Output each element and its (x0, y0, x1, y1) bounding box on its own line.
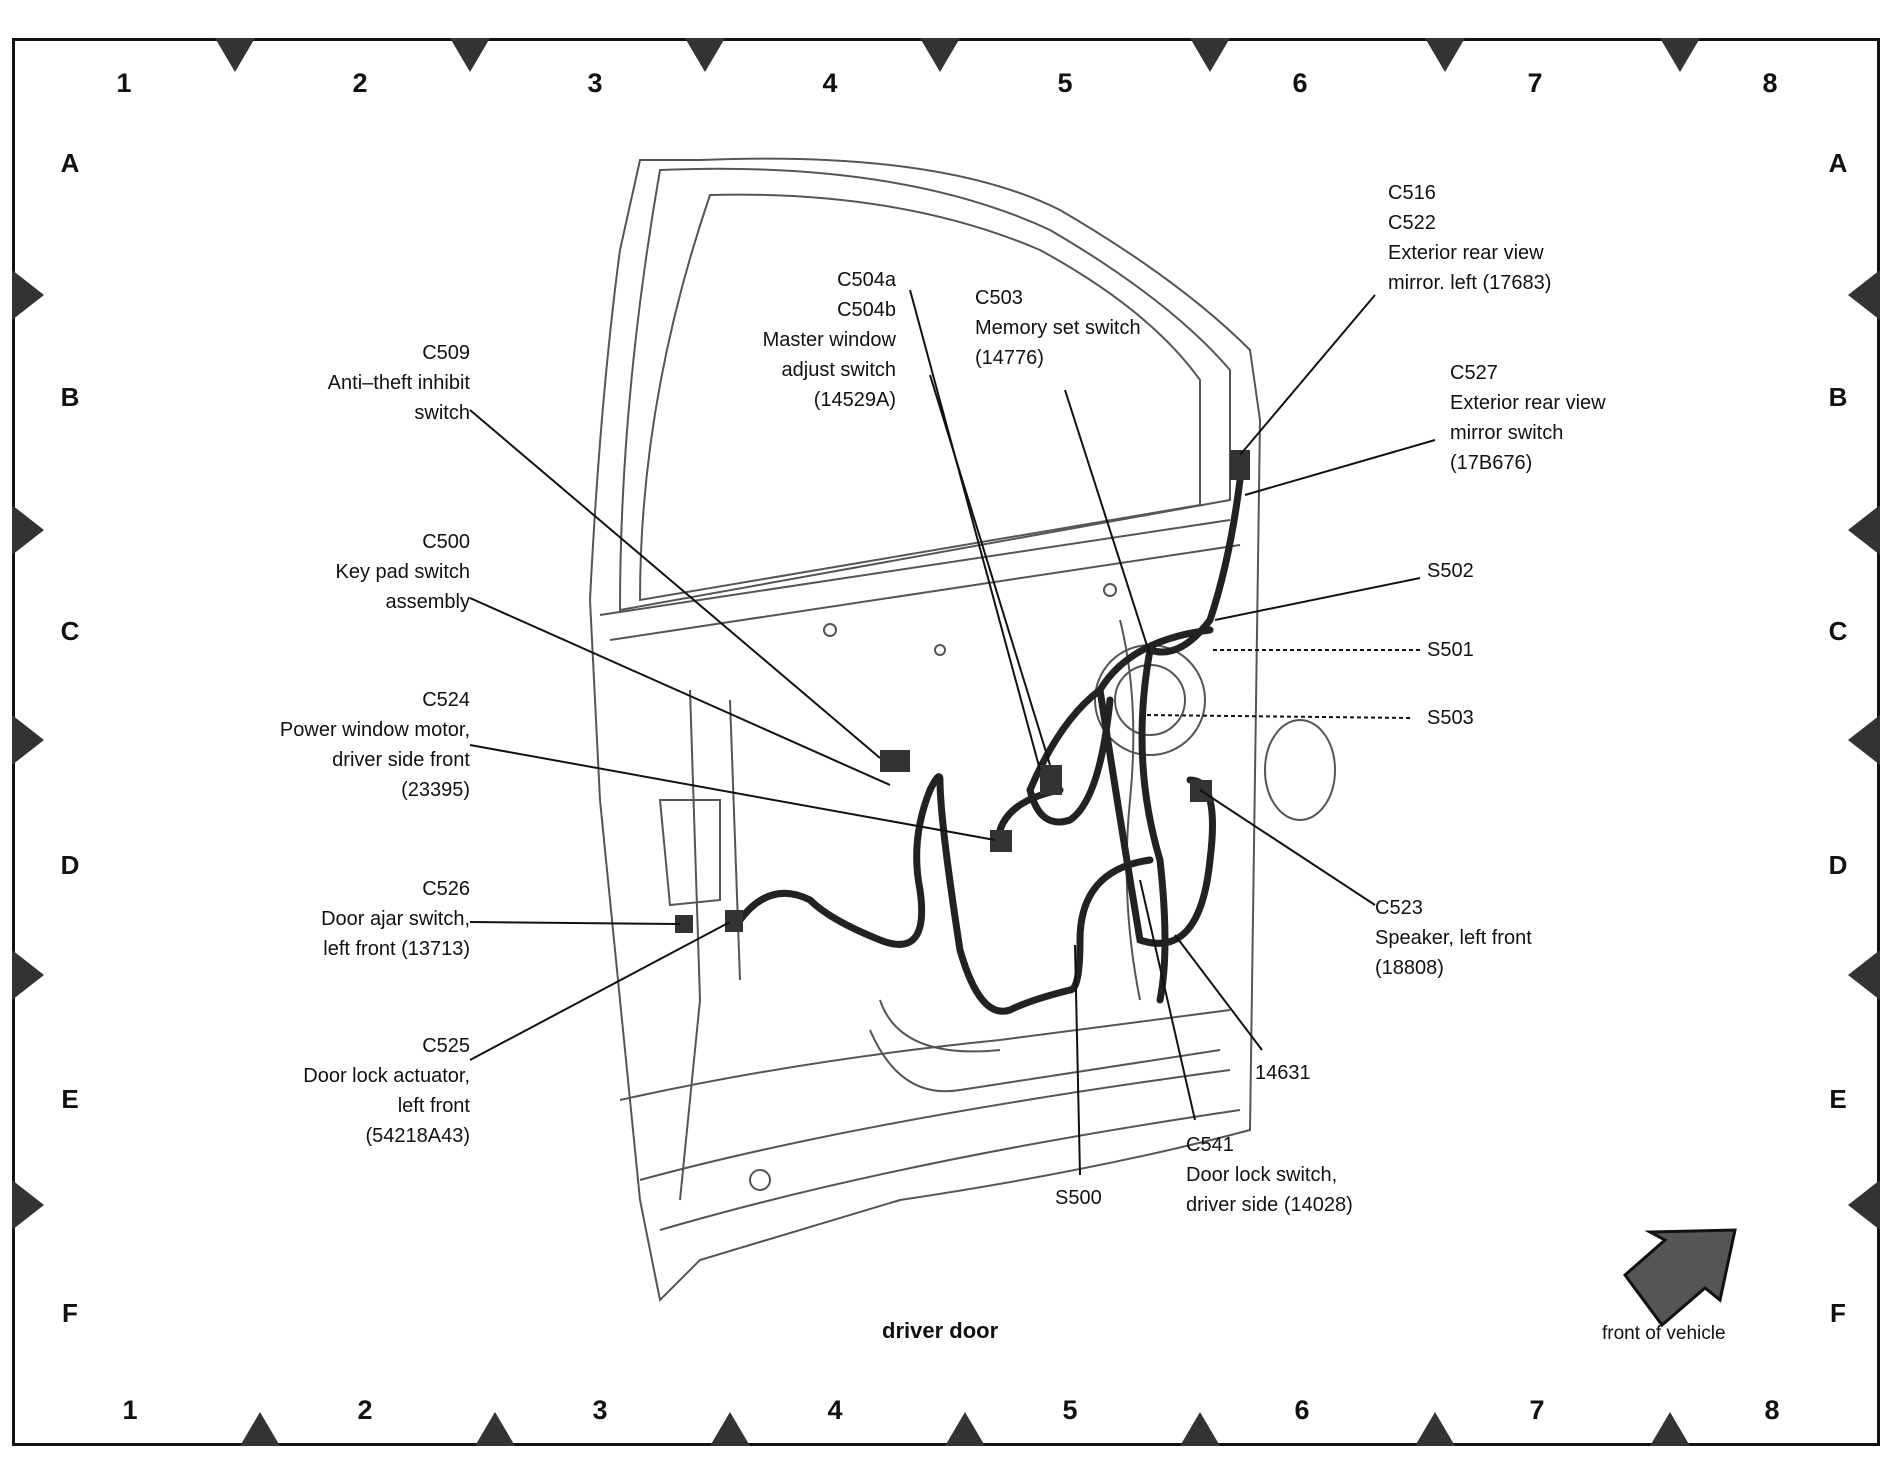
grid-row-label: B (1828, 382, 1848, 412)
callout-line: Power window motor, (279, 719, 470, 741)
splice-code: S501 (1427, 639, 1474, 661)
wiring-harness (736, 476, 1244, 1015)
grid-row-label: D (60, 850, 80, 880)
connector-code: C523 (1375, 897, 1423, 919)
connectors (675, 450, 1250, 933)
callout-c541: C541 Door lock switch, driver side (1402… (1186, 1130, 1353, 1220)
grid-row-label: C (1828, 616, 1848, 646)
connector-code: C504b (837, 299, 896, 321)
door-panel (588, 157, 1336, 1303)
callout-14631: 14631 (1255, 1058, 1311, 1088)
grid-row-label: E (1829, 1084, 1847, 1114)
connector-code: C541 (1186, 1134, 1234, 1156)
grid-col-label: 7 (1529, 1395, 1545, 1425)
callout-c524: C524 Power window motor, driver side fro… (280, 685, 470, 805)
connector-code: C503 (975, 287, 1023, 309)
orientation-label: front of vehicle (1602, 1323, 1726, 1344)
grid-col-label: 4 (822, 68, 838, 98)
callout-c504: C504a C504b Master window adjust switch … (763, 265, 896, 415)
callout-c503: C503 Memory set switch (14776) (975, 283, 1141, 373)
callout-line: Memory set switch (975, 317, 1141, 339)
callout-line: switch (414, 402, 470, 424)
callout-line: driver side (14028) (1186, 1194, 1353, 1216)
splice-code: S500 (1055, 1187, 1102, 1209)
callout-line: Anti–theft inhibit (327, 372, 470, 394)
callout-line: Door ajar switch, (321, 908, 470, 930)
grid-col-label: 5 (1057, 68, 1073, 98)
grid-col-label: 5 (1062, 1395, 1078, 1425)
splice-code: S503 (1427, 707, 1474, 729)
callout-line: Door lock actuator, (303, 1065, 470, 1087)
callout-c509: C509 Anti–theft inhibit switch (328, 338, 470, 428)
callout-c526: C526 Door ajar switch, left front (13713… (321, 874, 470, 964)
splice-code: S502 (1427, 560, 1474, 582)
callout-line: Exterior rear view (1450, 392, 1606, 414)
grid-col-label: 4 (827, 1395, 843, 1425)
part-number: 14631 (1255, 1062, 1311, 1084)
grid-col-label: 1 (116, 68, 132, 98)
callout-s502: S502 (1427, 556, 1474, 586)
callout-line: adjust switch (781, 359, 897, 381)
callout-line: (14776) (975, 347, 1044, 369)
grid-col-label: 8 (1764, 1395, 1780, 1425)
callout-c523: C523 Speaker, left front (18808) (1375, 893, 1532, 983)
grid-col-label: 1 (122, 1395, 138, 1425)
callout-s501: S501 (1427, 635, 1474, 665)
callout-c500: C500 Key pad switch assembly (335, 527, 470, 617)
grid-row-label: E (61, 1084, 79, 1114)
grid-row-label: D (1828, 850, 1848, 880)
grid-col-label: 3 (592, 1395, 608, 1425)
front-arrow-icon (1622, 1228, 1737, 1328)
callout-line: left front (397, 1095, 470, 1117)
callout-line: Door lock switch, (1186, 1164, 1338, 1186)
callout-line: mirror switch (1450, 422, 1564, 444)
connector-code: C509 (422, 342, 470, 364)
callout-line: (17B676) (1450, 452, 1533, 474)
connector-code: C527 (1450, 362, 1498, 384)
callout-line: assembly (385, 591, 470, 613)
border-markers (12, 38, 1880, 1446)
connector-code: C500 (422, 531, 470, 553)
callout-line: Key pad switch (335, 561, 470, 583)
grid-col-label: 6 (1294, 1395, 1310, 1425)
callout-line: Speaker, left front (1375, 927, 1532, 949)
connector-code: C526 (422, 878, 470, 900)
callout-line: (18808) (1375, 957, 1444, 979)
grid-row-label: C (60, 616, 80, 646)
callout-line: driver side front (332, 749, 470, 771)
callout-line: (23395) (401, 779, 470, 801)
grid-col-label: 2 (352, 68, 368, 98)
grid-row-label: F (62, 1298, 78, 1328)
callout-line: (54218A43) (365, 1125, 470, 1147)
connector-code: C525 (422, 1035, 470, 1057)
callout-line: Master window (762, 329, 896, 351)
grid-row-label: F (1830, 1298, 1846, 1328)
connector-code: C524 (422, 689, 470, 711)
callout-c516: C516 C522 Exterior rear view mirror. lef… (1388, 178, 1551, 298)
connector-code: C522 (1388, 212, 1436, 234)
connector-code: C504a (837, 269, 896, 291)
grid-col-label: 7 (1527, 68, 1543, 98)
leader-lines (469, 289, 1436, 1176)
grid-col-label: 6 (1292, 68, 1308, 98)
callout-c527: C527 Exterior rear view mirror switch (1… (1450, 358, 1606, 478)
callout-s503: S503 (1427, 703, 1474, 733)
callout-c525: C525 Door lock actuator, left front (542… (303, 1031, 470, 1151)
callout-line: (14529A) (813, 389, 896, 411)
callout-s500: S500 (1055, 1183, 1102, 1213)
grid-row-label: B (60, 382, 80, 412)
callout-line: left front (13713) (323, 938, 470, 960)
callout-line: mirror. left (17683) (1388, 272, 1552, 294)
grid-col-label: 3 (587, 68, 603, 98)
grid-col-label: 8 (1762, 68, 1778, 98)
callout-line: Exterior rear view (1388, 242, 1544, 264)
grid-row-label: A (1828, 148, 1848, 178)
diagram-caption: driver door (882, 1318, 999, 1343)
connector-code: C516 (1388, 182, 1436, 204)
grid-col-label: 2 (357, 1395, 373, 1425)
grid-row-label: A (60, 148, 80, 178)
